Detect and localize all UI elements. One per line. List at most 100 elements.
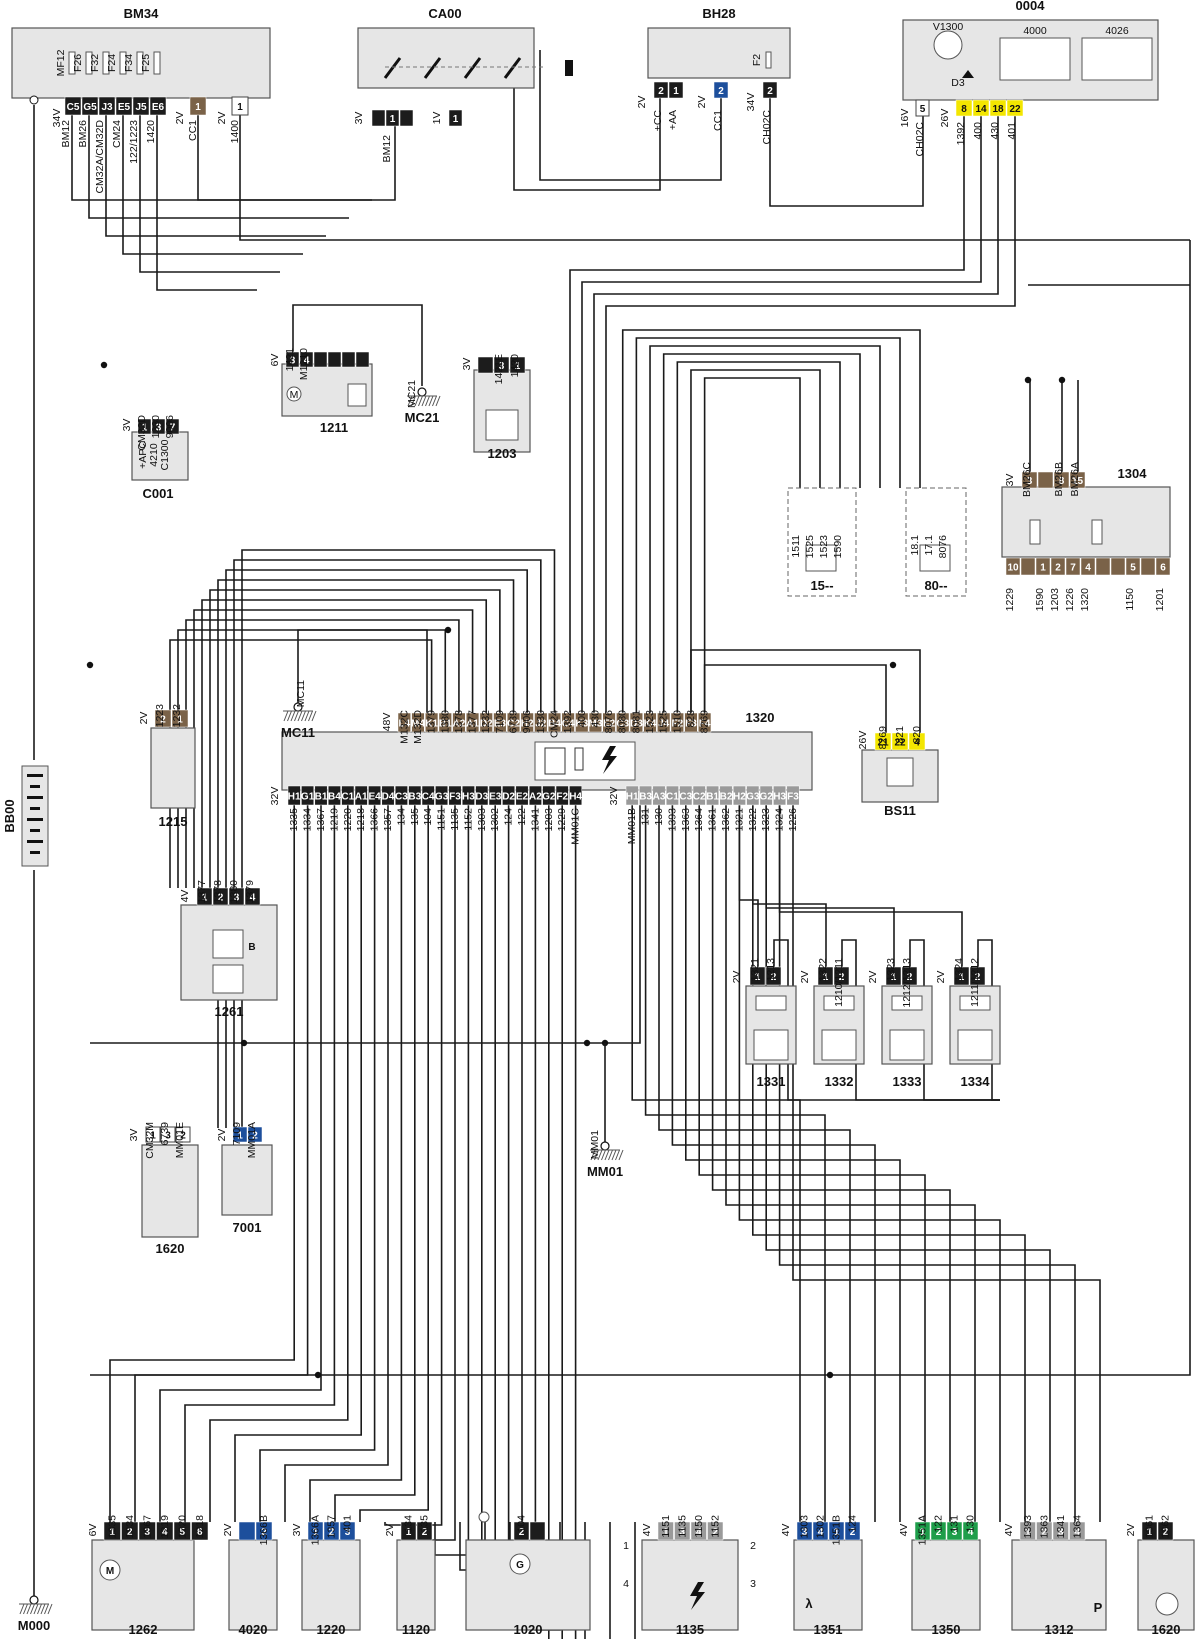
connector-pin xyxy=(368,785,382,806)
pin-label: C3 xyxy=(679,792,692,803)
connector-pin xyxy=(314,785,328,806)
hatch xyxy=(601,1149,606,1161)
connector-pin xyxy=(341,785,355,806)
connector-pin xyxy=(833,966,850,986)
connector-pin xyxy=(160,1126,176,1143)
connector-pin xyxy=(1065,557,1081,576)
ground-terminal xyxy=(29,1595,39,1605)
wire xyxy=(534,805,561,1631)
wire-label: 401 xyxy=(342,1515,354,1533)
wire-label: 1341 xyxy=(529,808,541,832)
voltage-label: 34V xyxy=(745,93,757,112)
connector-pin xyxy=(137,418,152,435)
hatch xyxy=(618,1149,624,1161)
wire-label: 1150 xyxy=(693,1515,705,1538)
wire xyxy=(751,805,827,967)
wire-label: 1220 xyxy=(342,808,354,832)
pin-label: H2 xyxy=(521,719,534,730)
wire-label: 6739 xyxy=(159,1122,171,1146)
1211-title: 1211 xyxy=(320,420,348,435)
wire-label: 9006 xyxy=(521,710,533,734)
wire-label: 1330 xyxy=(150,415,162,439)
fuse-icon xyxy=(85,51,93,75)
7001-body xyxy=(221,1144,273,1216)
wire-label: 1341 xyxy=(1055,1515,1067,1539)
pin-label: 2 xyxy=(936,1527,942,1538)
coil-terminal-label: 2 xyxy=(750,1540,756,1552)
hatch xyxy=(283,710,289,722)
power-bus-wire xyxy=(90,240,1191,1376)
fuel-pump-icon xyxy=(347,383,367,407)
hatch xyxy=(290,710,296,722)
connector-pin xyxy=(1052,1521,1069,1541)
wire-label: 1229 xyxy=(1004,588,1016,612)
voltage-label: 34V xyxy=(51,109,63,128)
connector-pin xyxy=(493,356,510,374)
voltage-label: 16V xyxy=(899,109,911,128)
wire-label: 1135 xyxy=(676,1515,688,1538)
wire-label: 1421E xyxy=(493,354,505,384)
wire xyxy=(662,353,861,713)
ground-label: MC11 xyxy=(281,725,315,740)
4026-body xyxy=(1081,37,1153,81)
wire xyxy=(292,304,423,386)
pin-label: 7 xyxy=(170,423,176,434)
hatch xyxy=(26,1603,32,1615)
wire-label: 1324 xyxy=(953,958,965,982)
wire-label: 1223 xyxy=(154,704,166,728)
ignition-switch-contact xyxy=(383,57,402,79)
components-layer xyxy=(11,19,1195,1631)
wire-label: 17.1 xyxy=(923,535,935,556)
voltage-label: 3V xyxy=(128,1129,140,1142)
pin-label: 3 xyxy=(165,1131,171,1142)
ground-icon xyxy=(590,1149,624,1161)
wire-label: 1393 xyxy=(666,808,678,832)
wire-label: 1378 xyxy=(453,710,465,734)
connector-pin xyxy=(1053,471,1070,489)
connector-pin xyxy=(132,96,150,116)
pin-label: G3 xyxy=(435,792,449,803)
pin-label: A3 xyxy=(653,792,666,803)
connector-pin xyxy=(438,712,452,733)
wire-label: 1335 xyxy=(288,808,300,832)
wire-label: 1226 xyxy=(787,808,799,832)
wire-label: 1219 xyxy=(328,808,340,832)
pin-label: 1 xyxy=(1025,1527,1031,1538)
wire-label: BM12 xyxy=(60,120,72,148)
wire-label: +CC xyxy=(652,110,664,132)
ground-terminal xyxy=(600,1141,610,1151)
pin-label: 1 xyxy=(959,972,965,983)
pin-label: 8 xyxy=(961,104,967,115)
wire-label: 1380 xyxy=(439,710,451,734)
wire-label: +AA xyxy=(667,110,679,130)
wire-label: MC21 xyxy=(406,380,418,408)
pin-label: 2 xyxy=(839,972,845,983)
connector-pin xyxy=(475,785,489,806)
pin-label: 2 xyxy=(160,715,166,726)
connector-pin xyxy=(930,1521,947,1541)
pin-label: 3 xyxy=(156,423,162,434)
fuse-label: F24 xyxy=(106,54,118,72)
connector-pin xyxy=(231,96,249,116)
connector-pin xyxy=(354,785,368,806)
fuse-icon xyxy=(102,51,110,75)
pin-label: 2 xyxy=(218,893,224,904)
wire-label: CM24 xyxy=(548,710,560,738)
wire xyxy=(105,115,326,237)
connector-pin xyxy=(812,1521,829,1541)
pin-label: K3 xyxy=(575,719,588,730)
pin-label: 3 xyxy=(144,1527,150,1538)
1620-title: 1620 xyxy=(156,1241,185,1256)
pin-label: L4 xyxy=(398,719,410,730)
fuse-label: F25 xyxy=(140,54,152,72)
voltage-label: 6V xyxy=(87,1524,99,1537)
connector-pin xyxy=(969,966,986,986)
pin-label: 1 xyxy=(1040,563,1046,574)
1220-body xyxy=(301,1539,361,1631)
pin-label: 5 xyxy=(920,104,926,115)
connector-pin xyxy=(191,1521,209,1541)
connector-pin xyxy=(555,785,569,806)
connector-pin xyxy=(255,1521,273,1541)
connector-pin xyxy=(509,356,526,374)
wire xyxy=(539,50,722,181)
